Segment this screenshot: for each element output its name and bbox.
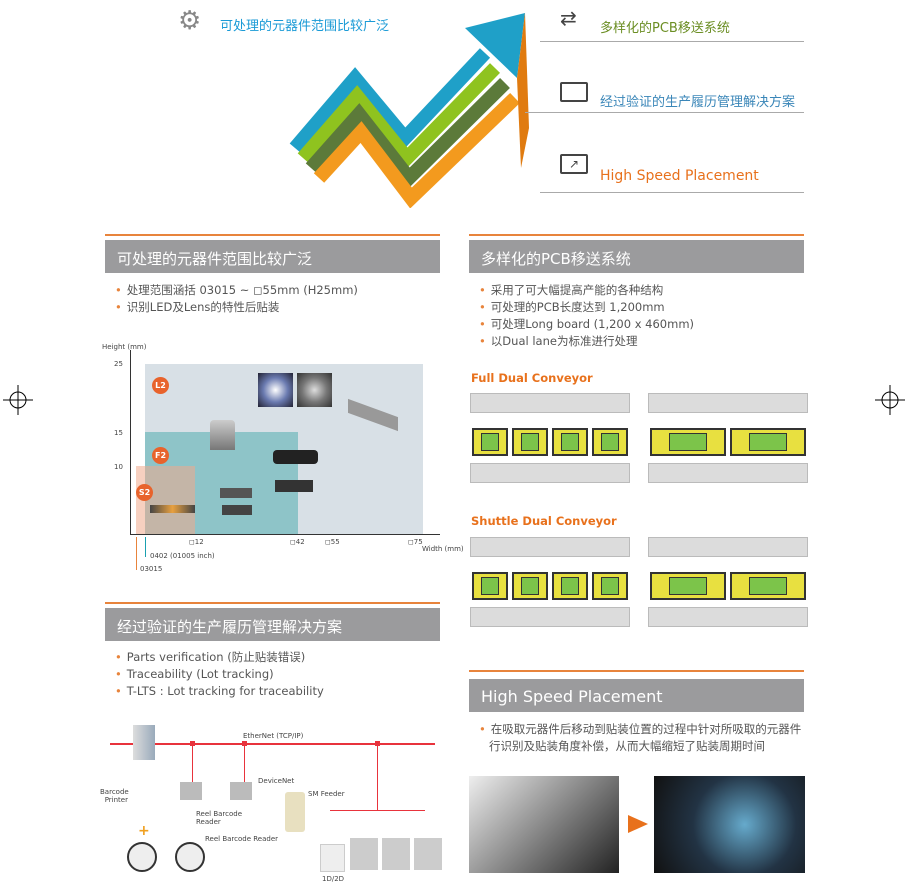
feature-speed: High Speed Placement bbox=[600, 168, 759, 184]
feature-components: 可处理的元器件范围比较广泛 bbox=[220, 19, 390, 34]
bullet: 处理范围涵括 03015 ~ ◻55mm (H25mm) bbox=[115, 282, 358, 299]
nozzle-photo bbox=[654, 776, 805, 873]
section-title: 多样化的PCB移送系统 bbox=[469, 240, 804, 273]
transfer-arrows-icon: ⇄ bbox=[560, 6, 577, 30]
capacitor-image bbox=[210, 420, 235, 450]
bullet: T-LTS : Lot tracking for traceability bbox=[115, 683, 324, 700]
badge-F2: F2 bbox=[152, 447, 169, 464]
machine-icon bbox=[382, 838, 410, 870]
section-title: 可处理的元器件范围比较广泛 bbox=[105, 240, 440, 273]
badge-S2: S2 bbox=[136, 484, 153, 501]
traceability-diagram: EtherNet (TCP/IP) Barcode Printer Reel B… bbox=[100, 720, 450, 884]
bullet: 采用了可大幅提高产能的各种结构 bbox=[479, 282, 694, 299]
feature-traceability: 经过验证的生产履历管理解决方案 bbox=[600, 95, 796, 110]
registration-mark-icon bbox=[3, 385, 33, 415]
component-range-chart: L2 F2 S2 Height (mm) 25 15 10 ◻12 ◻42 ◻5… bbox=[102, 343, 464, 573]
bullet: 在吸取元器件后移动到贴装位置的过程中针对所吸取的元器件行识别及贴装角度补偿，从而… bbox=[479, 721, 804, 755]
machine-icon bbox=[350, 838, 378, 870]
growth-arrow-graphic bbox=[289, 13, 529, 208]
arrow-right-icon bbox=[628, 815, 648, 833]
code-icon bbox=[320, 844, 345, 872]
registration-mark-icon bbox=[875, 385, 905, 415]
monitor-chart-icon bbox=[560, 82, 588, 102]
machine-icon bbox=[414, 838, 442, 870]
shuttle-dual-conveyor-diagram-1 bbox=[470, 537, 630, 632]
section-title: High Speed Placement bbox=[469, 679, 804, 712]
bullet: 以Dual lane为标准进行处理 bbox=[479, 333, 694, 350]
feeder-icon bbox=[285, 792, 305, 832]
led-lens-image bbox=[258, 373, 293, 407]
shuttle-dual-conveyor-diagram-2 bbox=[648, 537, 808, 632]
bullet: 识别LED及Lens的特性后贴装 bbox=[115, 299, 358, 316]
bullet: 可处理的PCB长度达到 1,200mm bbox=[479, 299, 694, 316]
gears-icon: ⚙ bbox=[178, 6, 202, 36]
shuttle-dual-label: Shuttle Dual Conveyor bbox=[471, 514, 617, 528]
bullet: Parts verification (防止贴装错误) bbox=[115, 649, 324, 666]
full-dual-conveyor-diagram-1 bbox=[470, 393, 630, 488]
bga-image bbox=[275, 480, 313, 492]
bullet: Traceability (Lot tracking) bbox=[115, 666, 324, 683]
bullet: 可处理Long board (1,200 x 460mm) bbox=[479, 316, 694, 333]
section-title: 经过验证的生产履历管理解决方案 bbox=[105, 608, 440, 641]
feature-pcb: 多样化的PCB移送系统 bbox=[600, 21, 730, 36]
lens-image bbox=[297, 373, 332, 407]
server-icon bbox=[133, 725, 155, 760]
placement-head-photo bbox=[469, 776, 619, 873]
ic-image bbox=[222, 505, 252, 515]
ic-image bbox=[220, 488, 252, 498]
qfp-image bbox=[273, 450, 318, 464]
pc-icon bbox=[180, 782, 202, 800]
reel-icon bbox=[175, 842, 205, 872]
badge-L2: L2 bbox=[152, 377, 169, 394]
reel-icon bbox=[127, 842, 157, 872]
pc-icon bbox=[230, 782, 252, 800]
chip-components-image bbox=[150, 505, 195, 513]
full-dual-conveyor-diagram-2 bbox=[648, 393, 808, 488]
full-dual-label: Full Dual Conveyor bbox=[471, 371, 593, 385]
monitor-arrow-icon: ↗ bbox=[560, 154, 588, 174]
